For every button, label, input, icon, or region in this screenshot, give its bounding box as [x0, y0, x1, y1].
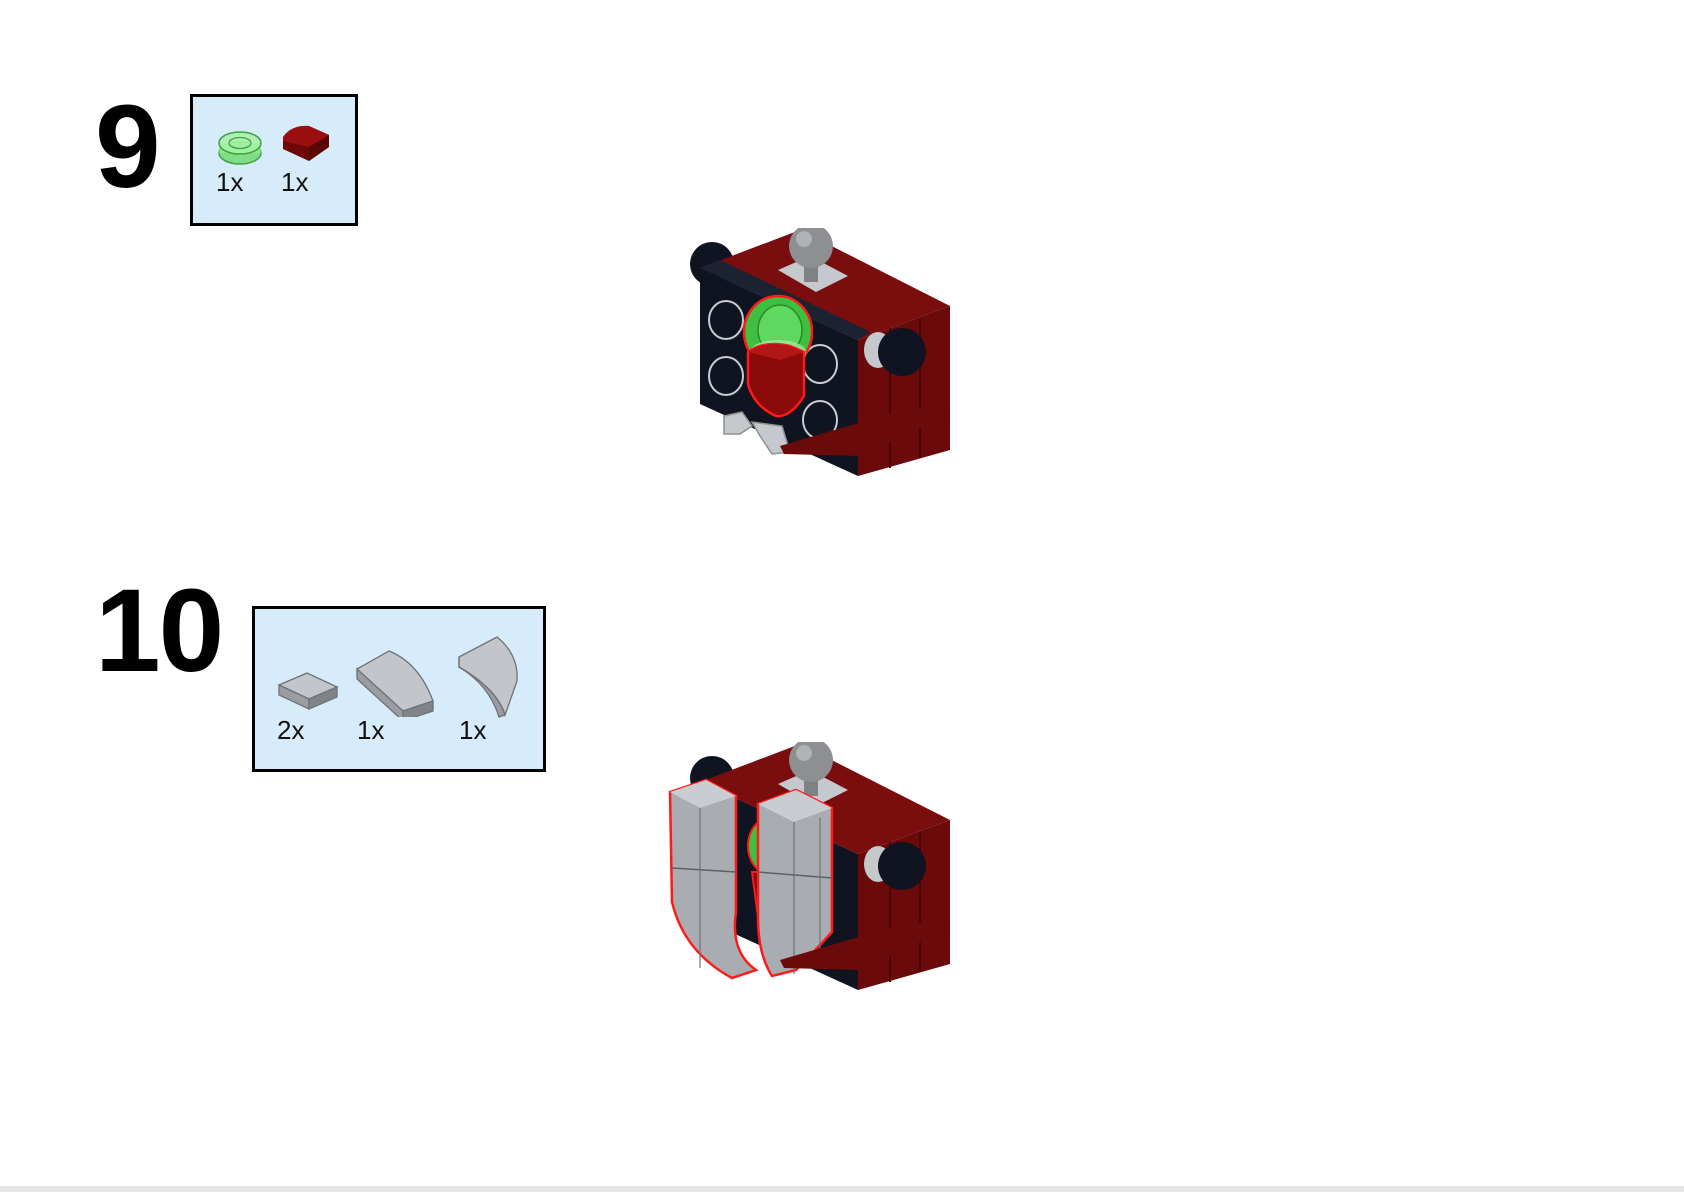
page-bottom-rule — [0, 1186, 1684, 1192]
step-9-assembly-illustration — [680, 224, 960, 503]
part-quantity: 1x — [357, 715, 385, 745]
grey-wedge-right-icon — [453, 633, 523, 723]
parts-callout: 2x 1x 1x — [252, 606, 546, 772]
trans-green-round-plate-icon — [216, 127, 264, 167]
grey-tile-icon — [275, 665, 341, 715]
dark-red-curved-tile-icon — [279, 121, 339, 167]
step-10-assembly-illustration — [660, 738, 960, 1027]
step-number: 10 — [95, 565, 224, 697]
part-quantity: 1x — [216, 167, 244, 197]
parts-callout: 1x 1x — [190, 94, 358, 226]
grey-wedge-left-icon — [353, 645, 439, 717]
step-number: 9 — [95, 81, 161, 213]
part-quantity: 1x — [281, 167, 309, 197]
part-quantity: 2x — [277, 715, 305, 745]
part-quantity: 1x — [459, 715, 487, 745]
